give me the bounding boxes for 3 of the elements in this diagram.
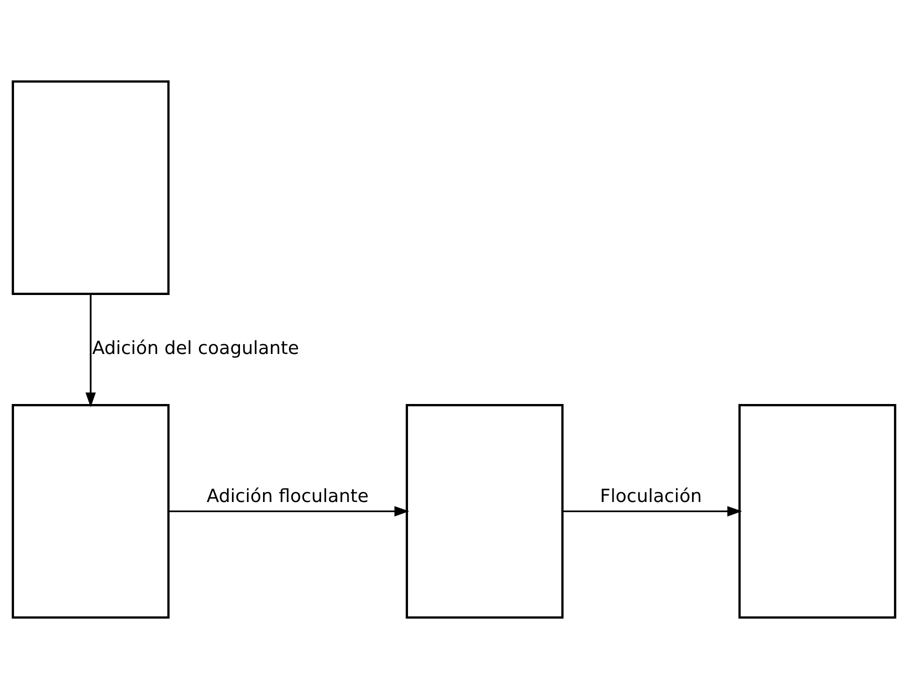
- edge-label: Adición del coagulante: [92, 338, 300, 359]
- edge-label: Adición floculante: [206, 486, 369, 507]
- edge-label: Floculación: [600, 486, 702, 507]
